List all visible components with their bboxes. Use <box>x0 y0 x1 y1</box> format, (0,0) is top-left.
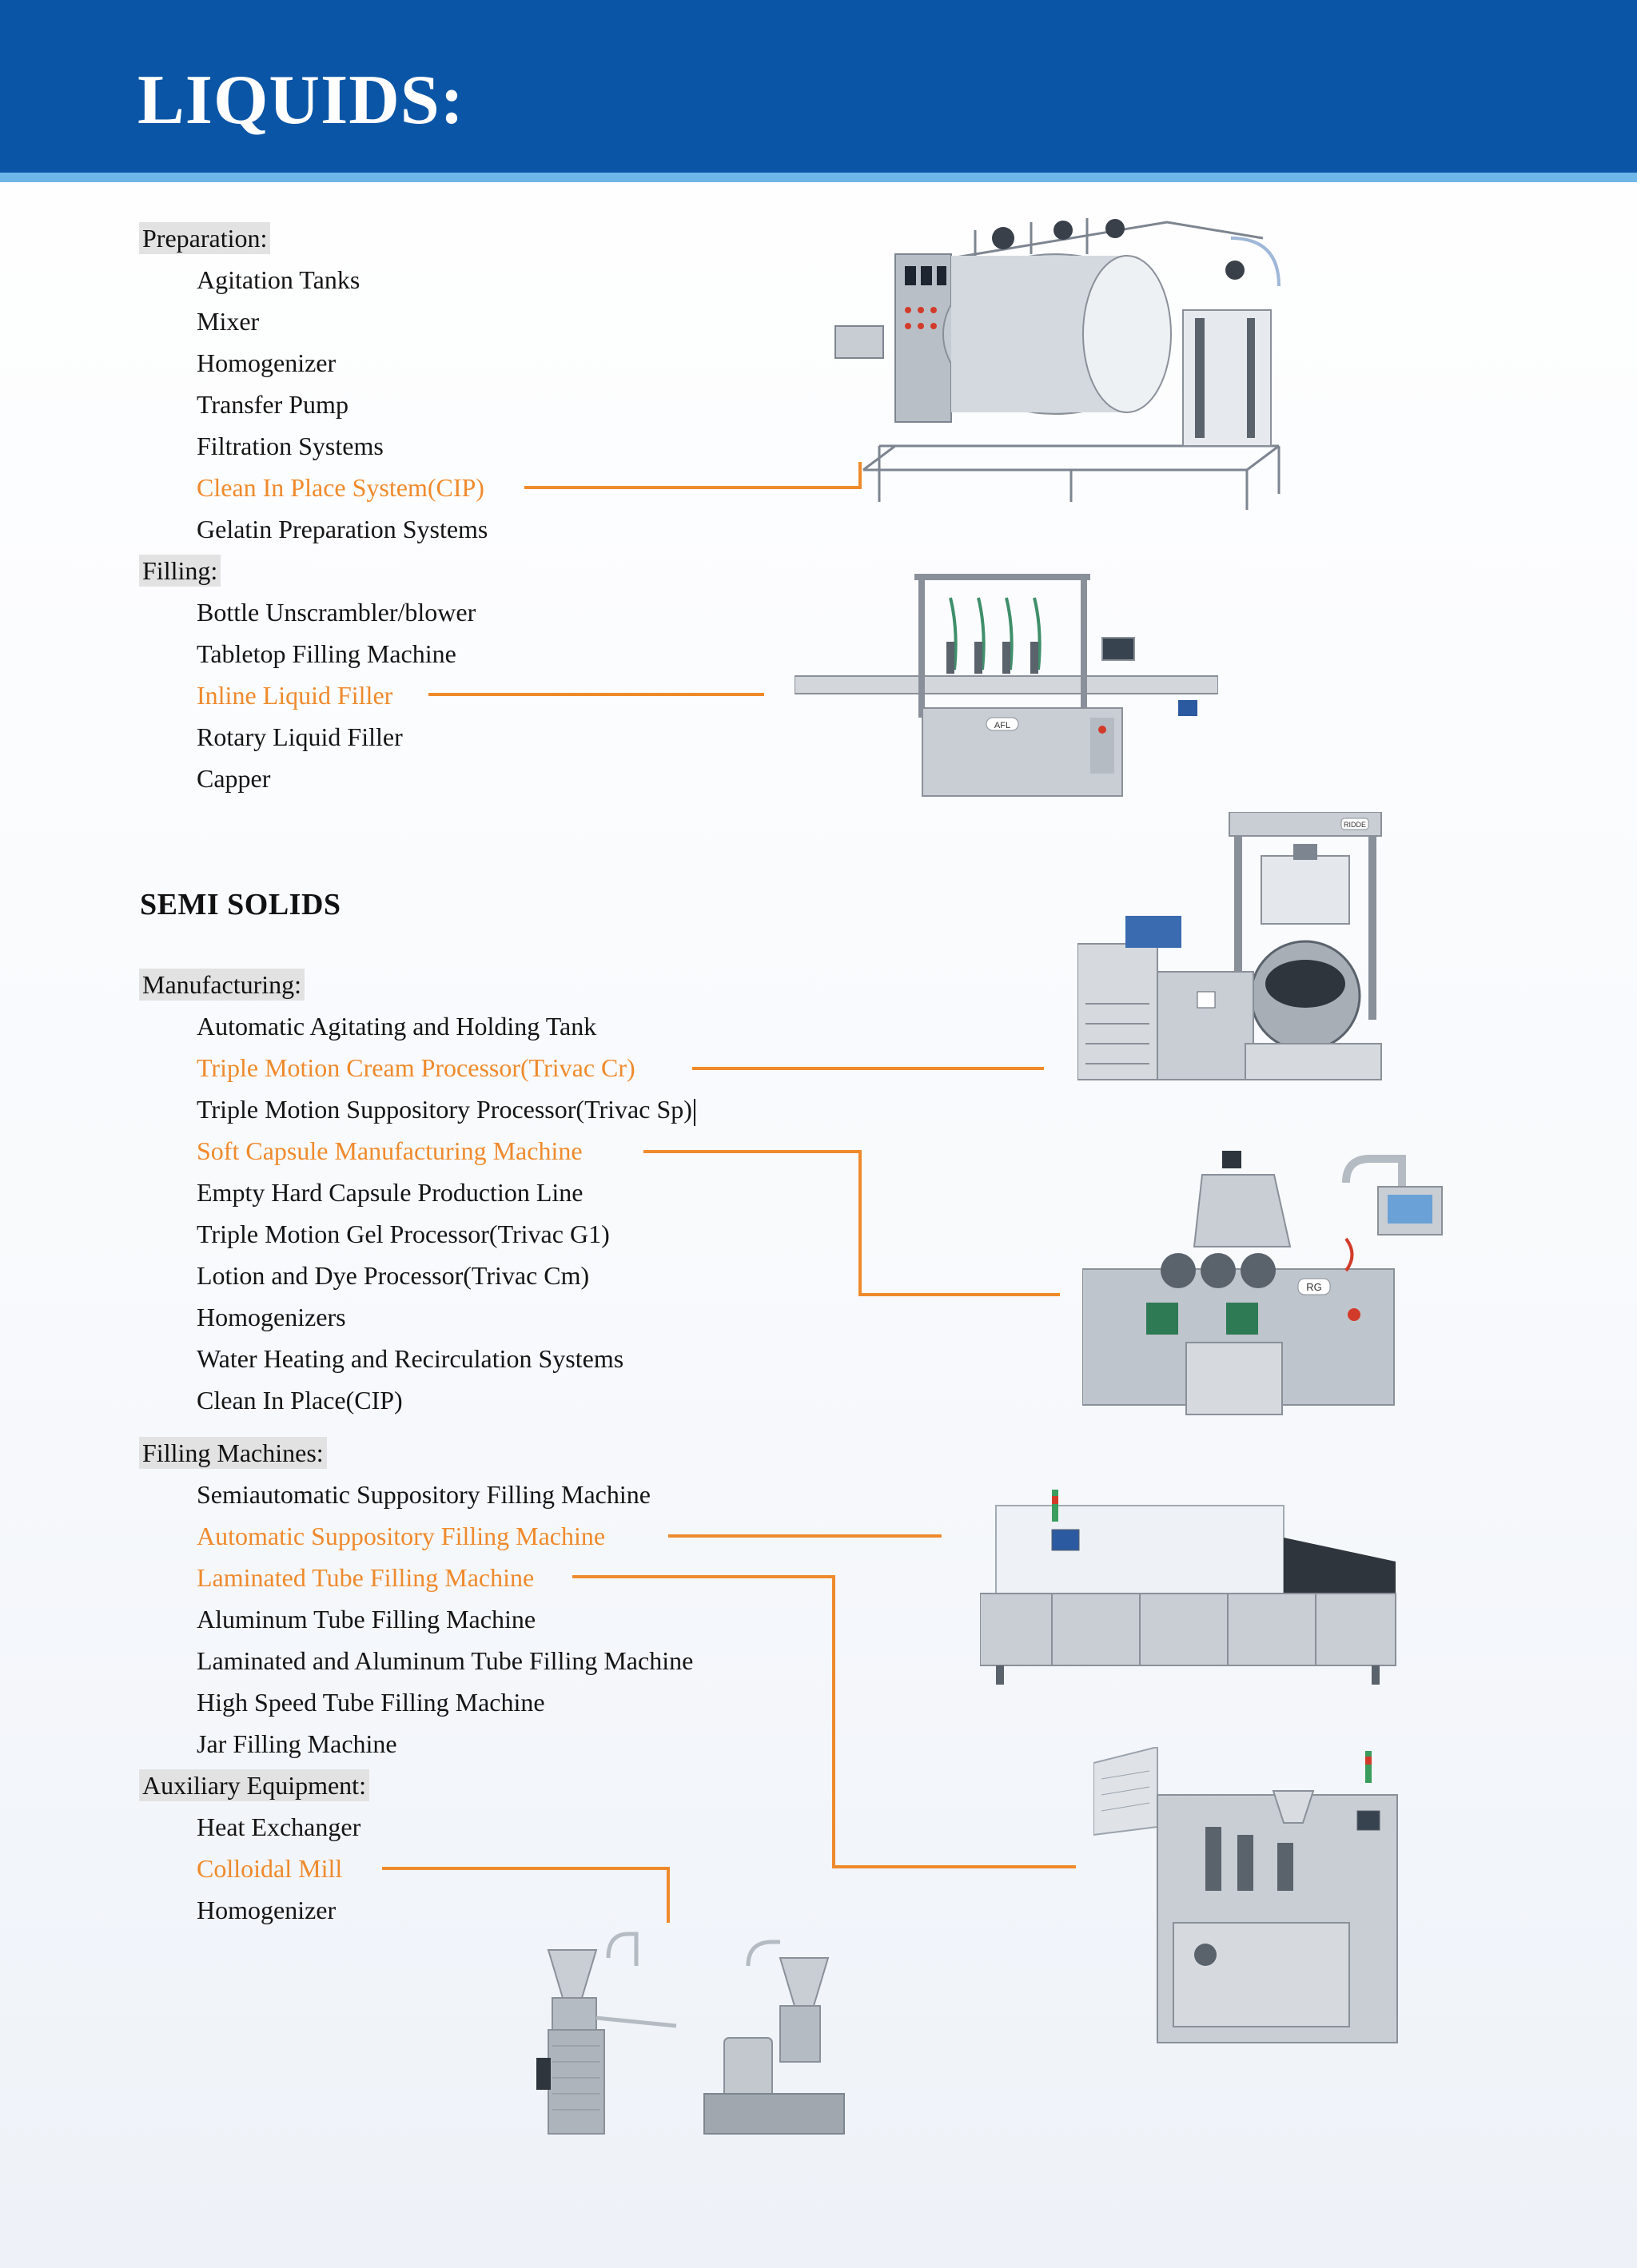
list-item: Jar Filling Machine <box>197 1729 397 1758</box>
category-manufacturing: Manufacturing: <box>139 969 305 1001</box>
list-item-highlighted: Inline Liquid Filler <box>197 681 393 710</box>
list-item: Agitation Tanks <box>197 265 360 294</box>
list-item-highlighted: Laminated Tube Filling Machine <box>197 1563 535 1592</box>
list-item: Gelatin Preparation Systems <box>197 515 488 543</box>
header-stripe <box>0 173 1637 182</box>
section-title-semi-solids: SEMI SOLIDS <box>140 888 341 921</box>
text-cursor <box>693 1098 695 1126</box>
list-item: Homogenizer <box>197 348 337 377</box>
list-item: Lotion and Dye Processor(Trivac Cm) <box>197 1261 590 1290</box>
list-item-highlighted: Clean In Place System(CIP) <box>197 473 484 502</box>
list-item: Heat Exchanger <box>197 1812 361 1841</box>
list-item-highlighted: Colloidal Mill <box>197 1854 343 1883</box>
list-item-highlighted: Automatic Suppository Filling Machine <box>197 1522 606 1550</box>
list-item: Homogenizers <box>197 1303 346 1331</box>
filler-badge-text: AFL <box>994 721 1010 730</box>
soft-capsule-machine-image: RG <box>1082 1151 1443 1415</box>
connector-cip <box>524 462 862 489</box>
category-filling: Filling: <box>139 555 221 587</box>
inline-filler-image: AFL <box>795 574 1218 797</box>
list-item-highlighted: Triple Motion Cream Processor(Trivac Cr) <box>197 1053 635 1082</box>
connector-soft-capsule <box>643 1150 1060 1296</box>
list-item: Empty Hard Capsule Production Line <box>197 1178 584 1207</box>
list-item: Triple Motion Gel Processor(Trivac G1) <box>197 1220 610 1248</box>
list-item: Rotary Liquid Filler <box>197 722 403 751</box>
category-preparation: Preparation: <box>139 222 271 254</box>
tube-filler-image <box>1093 1747 1398 2043</box>
list-item: Mixer <box>197 307 260 336</box>
category-filling-machines: Filling Machines: <box>139 1437 327 1469</box>
list-item: Laminated and Aluminum Tube Filling Mach… <box>197 1646 694 1675</box>
list-item: Capper <box>197 764 271 793</box>
header-banner <box>0 0 1637 173</box>
cream-processor-image: RIDDE <box>1077 812 1382 1080</box>
suppository-filler-image <box>980 1490 1396 1685</box>
list-item: Triple Motion Suppository Processor(Triv… <box>197 1093 695 1126</box>
list-item: Clean In Place(CIP) <box>197 1386 403 1415</box>
list-item: Water Heating and Recirculation Systems <box>197 1344 624 1373</box>
list-item: High Speed Tube Filling Machine <box>197 1688 545 1717</box>
cream-badge-text: RIDDE <box>1344 821 1366 829</box>
list-item: Homogenizer <box>197 1896 337 1924</box>
list-item: Filtration Systems <box>197 432 384 460</box>
list-item: Transfer Pump <box>197 390 349 419</box>
list-item: Automatic Agitating and Holding Tank <box>197 1012 597 1040</box>
cip-system-image <box>834 218 1281 510</box>
list-item: Aluminum Tube Filling Machine <box>197 1605 536 1633</box>
list-item-text: Triple Motion Suppository Processor(Triv… <box>197 1095 692 1124</box>
category-auxiliary: Auxiliary Equipment: <box>139 1769 369 1801</box>
page-title: LIQUIDS: <box>137 62 464 139</box>
connector-colloidal-mill <box>382 1867 670 1923</box>
list-item: Tabletop Filling Machine <box>197 639 456 668</box>
list-item-highlighted: Soft Capsule Manufacturing Machine <box>197 1136 583 1165</box>
connector-laminated-tube <box>572 1575 1076 1868</box>
capsule-badge-text: RG <box>1306 1281 1322 1293</box>
list-item: Bottle Unscrambler/blower <box>197 598 476 627</box>
colloidal-mill-image <box>536 1932 845 2135</box>
list-item: Semiautomatic Suppository Filling Machin… <box>197 1480 651 1509</box>
